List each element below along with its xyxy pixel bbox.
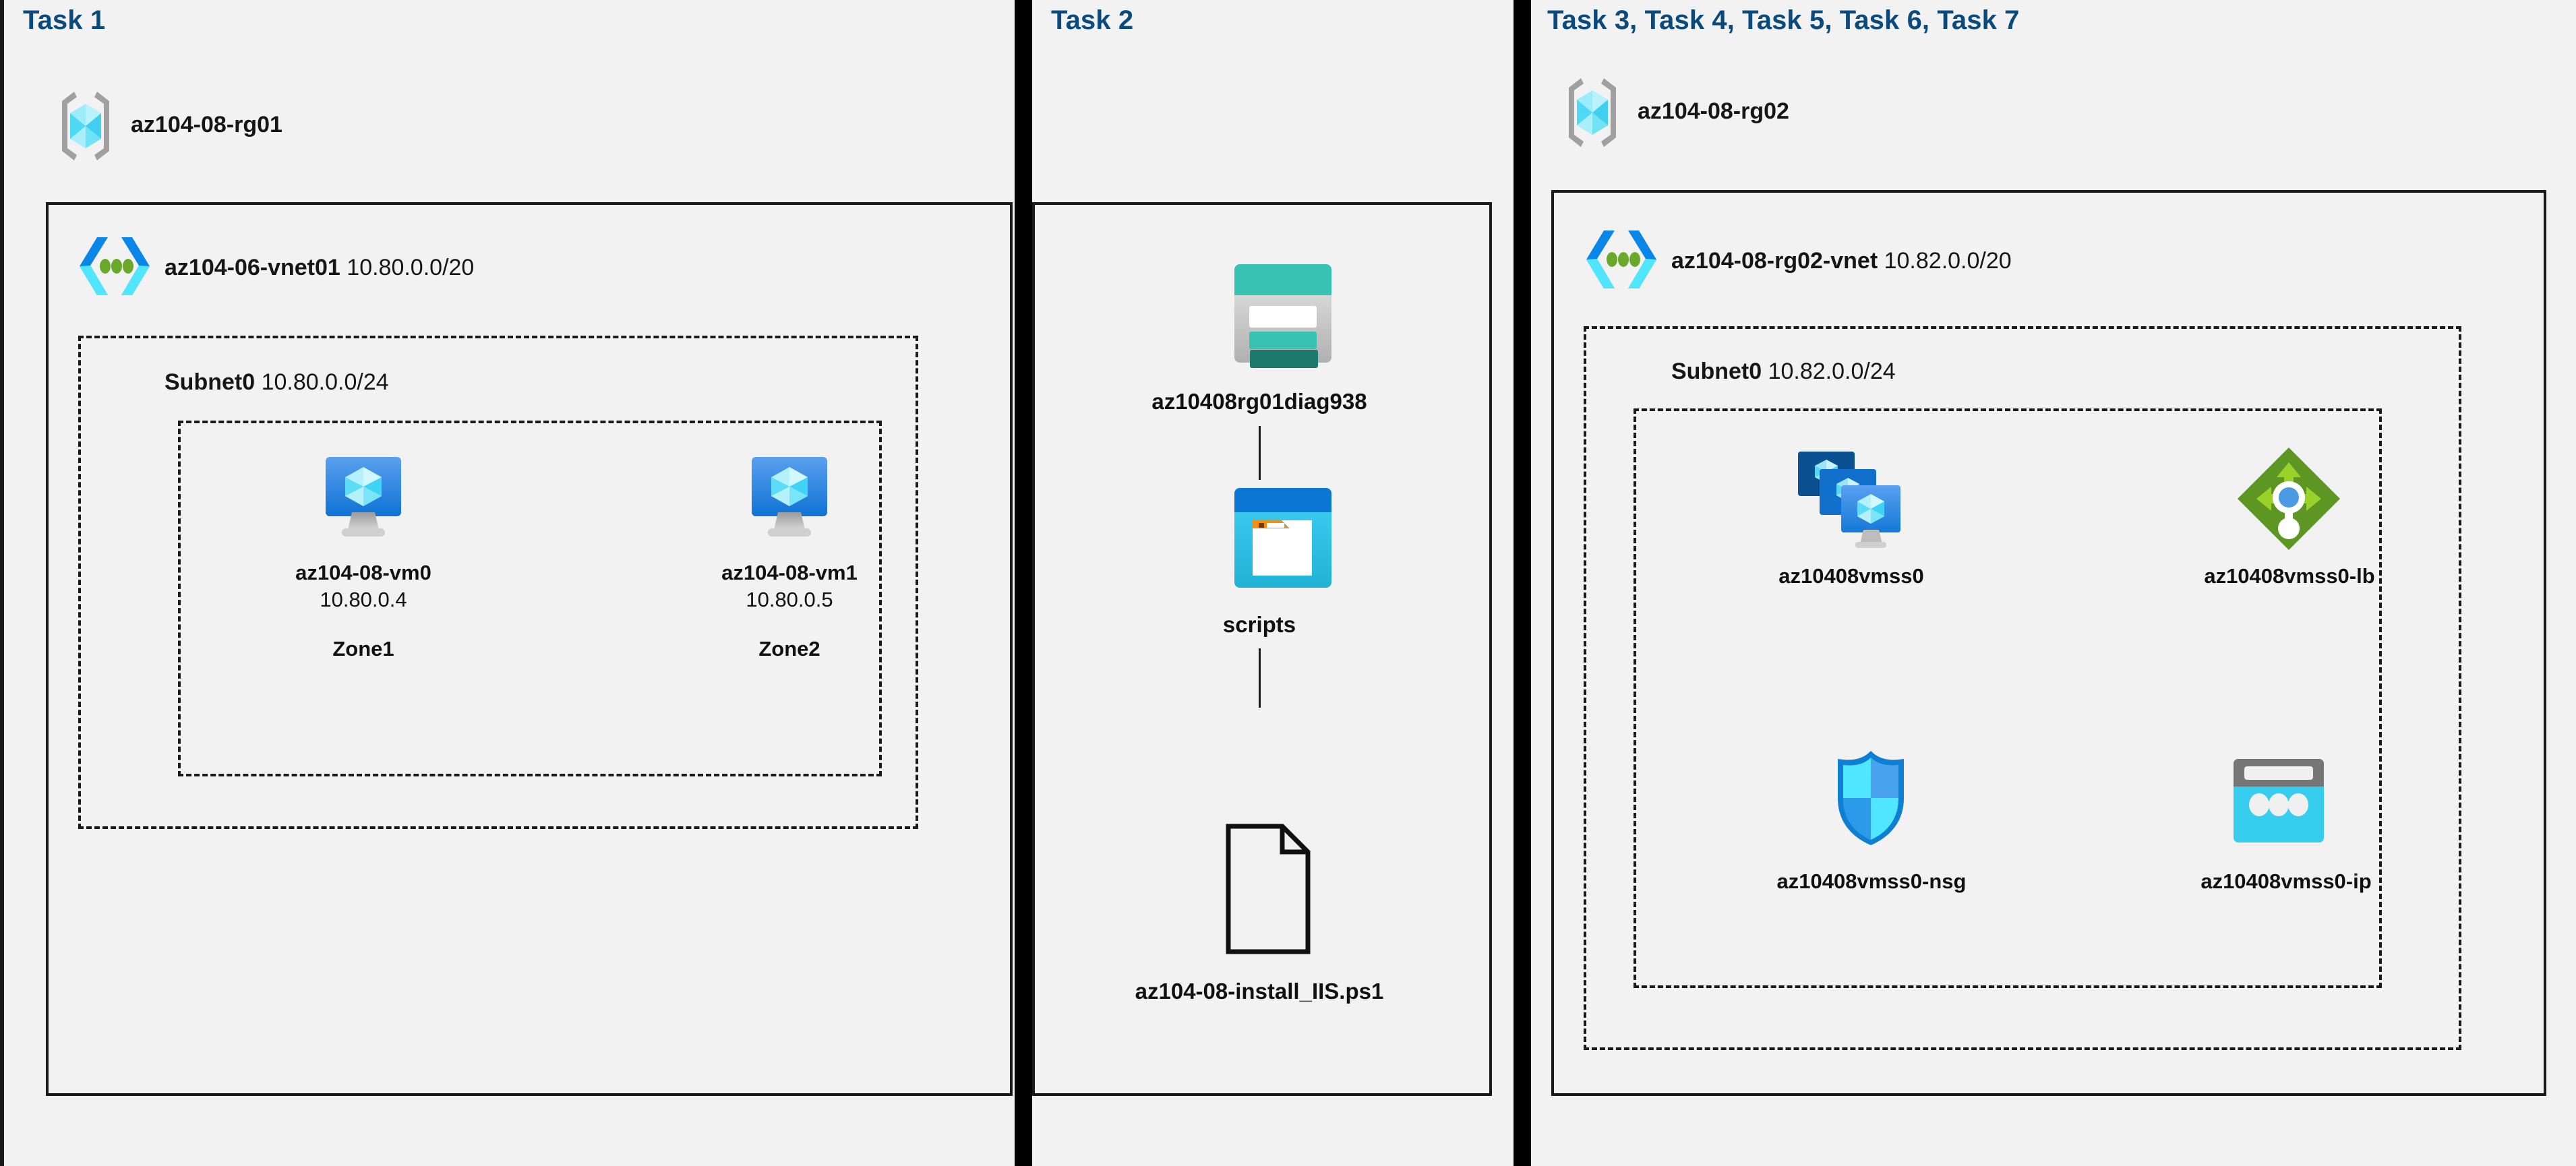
vnet-cidr-1: 10.80.0.0/20 bbox=[347, 255, 475, 280]
subnet-name-1: Subnet0 10.80.0.0/24 bbox=[164, 369, 389, 395]
virtual-machine-icon bbox=[752, 457, 827, 536]
vnet-name-2: az104-08-rg02-vnet 10.82.0.0/20 bbox=[1671, 248, 2012, 274]
public-ip-address-icon bbox=[2234, 759, 2324, 842]
subnet-name-2: Subnet0 10.82.0.0/24 bbox=[1671, 359, 1896, 384]
load-balancer-label: az10408vmss0-lb bbox=[2204, 564, 2375, 588]
vm-label-0: az104-08-vm0 10.80.0.4 Zone1 bbox=[295, 561, 431, 661]
column-task-3-7: Task 3, Task 4, Task 5, Task 6, Task 7 a… bbox=[1531, 0, 2576, 1166]
blob-container-label: scripts bbox=[1222, 612, 1296, 637]
resource-group-name-2: az104-08-rg02 bbox=[1638, 98, 1789, 124]
resource-group-name-1: az104-08-rg01 bbox=[131, 112, 282, 137]
vm-scale-set-icon bbox=[1798, 452, 1900, 548]
virtual-network-icon bbox=[1586, 231, 1656, 288]
network-security-group-icon bbox=[1838, 751, 1904, 845]
resource-group-icon bbox=[62, 92, 109, 160]
column-task-2: Task 2 az10408rg01diag938 bbox=[1032, 0, 1514, 1166]
subnet-cidr-1: 10.80.0.0/24 bbox=[261, 369, 389, 395]
storage-account-icon bbox=[1234, 264, 1331, 363]
task-label-2: Task 2 bbox=[1051, 5, 1134, 35]
script-file-icon bbox=[1226, 824, 1311, 954]
column-task-1: Task 1 az104-08-rg01 az bbox=[0, 0, 1019, 1166]
task-label-1: Task 1 bbox=[23, 5, 106, 35]
virtual-network-icon bbox=[80, 237, 150, 295]
storage-account-label: az10408rg01diag938 bbox=[1151, 389, 1367, 414]
vnet-cidr-2: 10.82.0.0/20 bbox=[1884, 248, 2012, 274]
vmss-label: az10408vmss0 bbox=[1778, 564, 1924, 588]
load-balancer-icon bbox=[2238, 448, 2340, 550]
column-divider-right bbox=[1514, 0, 1531, 1166]
script-file-label: az104-08-install_IIS.ps1 bbox=[1135, 979, 1384, 1004]
task-label-3-7: Task 3, Task 4, Task 5, Task 6, Task 7 bbox=[1547, 5, 2020, 35]
nsg-label: az10408vmss0-nsg bbox=[1776, 869, 1967, 893]
connector-storage-to-container bbox=[1259, 426, 1261, 480]
column-divider-left bbox=[1015, 0, 1032, 1166]
public-ip-label: az10408vmss0-ip bbox=[2200, 869, 2372, 893]
vnet-name-1: az104-06-vnet01 10.80.0.0/20 bbox=[164, 255, 475, 280]
subnet-cidr-2: 10.82.0.0/24 bbox=[1768, 359, 1896, 384]
resource-group-icon bbox=[1569, 78, 1616, 147]
vm-label-1: az104-08-vm1 10.80.0.5 Zone2 bbox=[721, 561, 858, 661]
virtual-machine-icon bbox=[326, 457, 401, 536]
blob-container-icon bbox=[1234, 488, 1331, 588]
connector-container-to-file bbox=[1259, 648, 1261, 708]
storage-account-dark-bar bbox=[1250, 350, 1318, 368]
